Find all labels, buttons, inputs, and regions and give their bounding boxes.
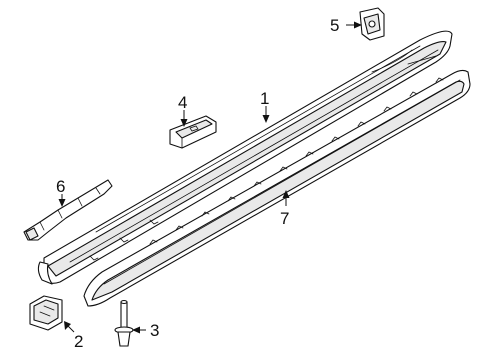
callout-2: 2 bbox=[74, 332, 83, 351]
clip-nut-part-5 bbox=[359, 7, 385, 41]
leader-2 bbox=[64, 321, 75, 333]
rocker-molding-part-1 bbox=[37, 30, 453, 285]
support-bracket-part-6 bbox=[23, 179, 113, 241]
leader-5 bbox=[346, 21, 362, 29]
leader-6 bbox=[58, 194, 66, 207]
lower-molding-part-7 bbox=[83, 69, 471, 307]
callout-3: 3 bbox=[150, 321, 159, 340]
leader-4 bbox=[180, 110, 188, 127]
callout-5: 5 bbox=[330, 16, 339, 35]
callout-7: 7 bbox=[280, 209, 289, 228]
leader-7 bbox=[282, 190, 290, 206]
callout-6: 6 bbox=[56, 177, 65, 196]
callout-4: 4 bbox=[178, 93, 187, 112]
leader-3 bbox=[132, 326, 146, 334]
retainer-part-2 bbox=[29, 295, 63, 331]
rivet-part-3 bbox=[114, 299, 134, 347]
bracket-part-4 bbox=[169, 115, 217, 149]
callout-1: 1 bbox=[260, 89, 269, 108]
leader-1 bbox=[262, 106, 270, 123]
